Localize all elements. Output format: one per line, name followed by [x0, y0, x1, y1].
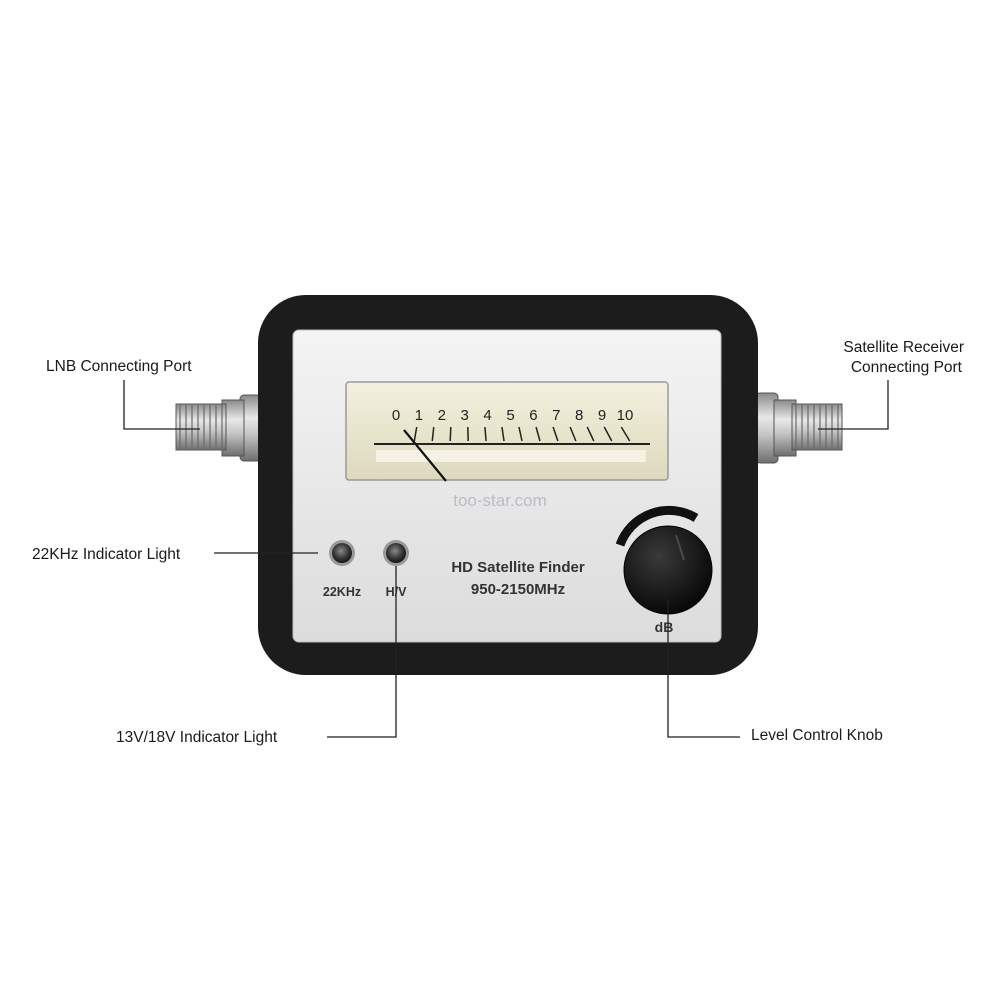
meter-tick — [620, 426, 631, 442]
knob-label: dB — [655, 619, 674, 635]
meter-tick — [413, 426, 418, 442]
receiver-connector — [755, 392, 843, 464]
meter-scale-6: 6 — [529, 407, 537, 424]
indicator-hv — [383, 540, 409, 566]
meter-scale-10: 10 — [617, 407, 634, 424]
callout-22khz-light: 22KHz Indicator Light — [32, 546, 181, 563]
meter-scale-1: 1 — [415, 407, 423, 424]
callout-level-knob: Level Control Knob — [751, 727, 883, 744]
label-22khz: 22KHz — [323, 585, 361, 599]
leader-knob — [667, 600, 740, 738]
leader-lnb — [123, 380, 200, 430]
meter-scale-4: 4 — [483, 407, 491, 424]
callout-receiver-port-line1: Satellite Receiver — [843, 339, 964, 356]
meter-tick — [501, 426, 505, 442]
meter-tick — [552, 426, 559, 442]
meter-scale-2: 2 — [438, 407, 446, 424]
callout-receiver-port-line2: Connecting Port — [851, 359, 963, 376]
leader-13v18v — [327, 566, 397, 738]
meter-scale-3: 3 — [461, 407, 469, 424]
meter-tick — [484, 426, 487, 442]
callout-13v18v-light: 13V/18V Indicator Light — [116, 729, 278, 746]
meter-needle — [403, 429, 447, 482]
product-name: HD Satellite Finder — [451, 559, 585, 576]
meter-scale-7: 7 — [552, 407, 560, 424]
indicator-22khz — [329, 540, 355, 566]
meter-scale-9: 9 — [598, 407, 606, 424]
callout-lnb-port: LNB Connecting Port — [46, 358, 192, 375]
lnb-connector — [175, 394, 263, 462]
meter-tick — [586, 426, 595, 442]
watermark-text: too-star.com — [453, 491, 547, 510]
meter-tick — [535, 426, 541, 442]
meter-ticks — [413, 426, 631, 442]
frequency-range: 950-2150MHz — [471, 581, 565, 598]
meter-tick — [431, 426, 435, 442]
meter-scale-5: 5 — [506, 407, 514, 424]
meter-tick — [518, 426, 523, 442]
leader-receiver — [818, 380, 889, 430]
meter-tick — [449, 426, 452, 442]
level-control-knob[interactable] — [623, 525, 713, 615]
meter-tick — [569, 426, 577, 442]
knob-scale-arc — [615, 505, 699, 547]
meter-tick — [603, 426, 613, 442]
meter-scale-8: 8 — [575, 407, 583, 424]
meter-scale-0: 0 — [392, 407, 400, 424]
